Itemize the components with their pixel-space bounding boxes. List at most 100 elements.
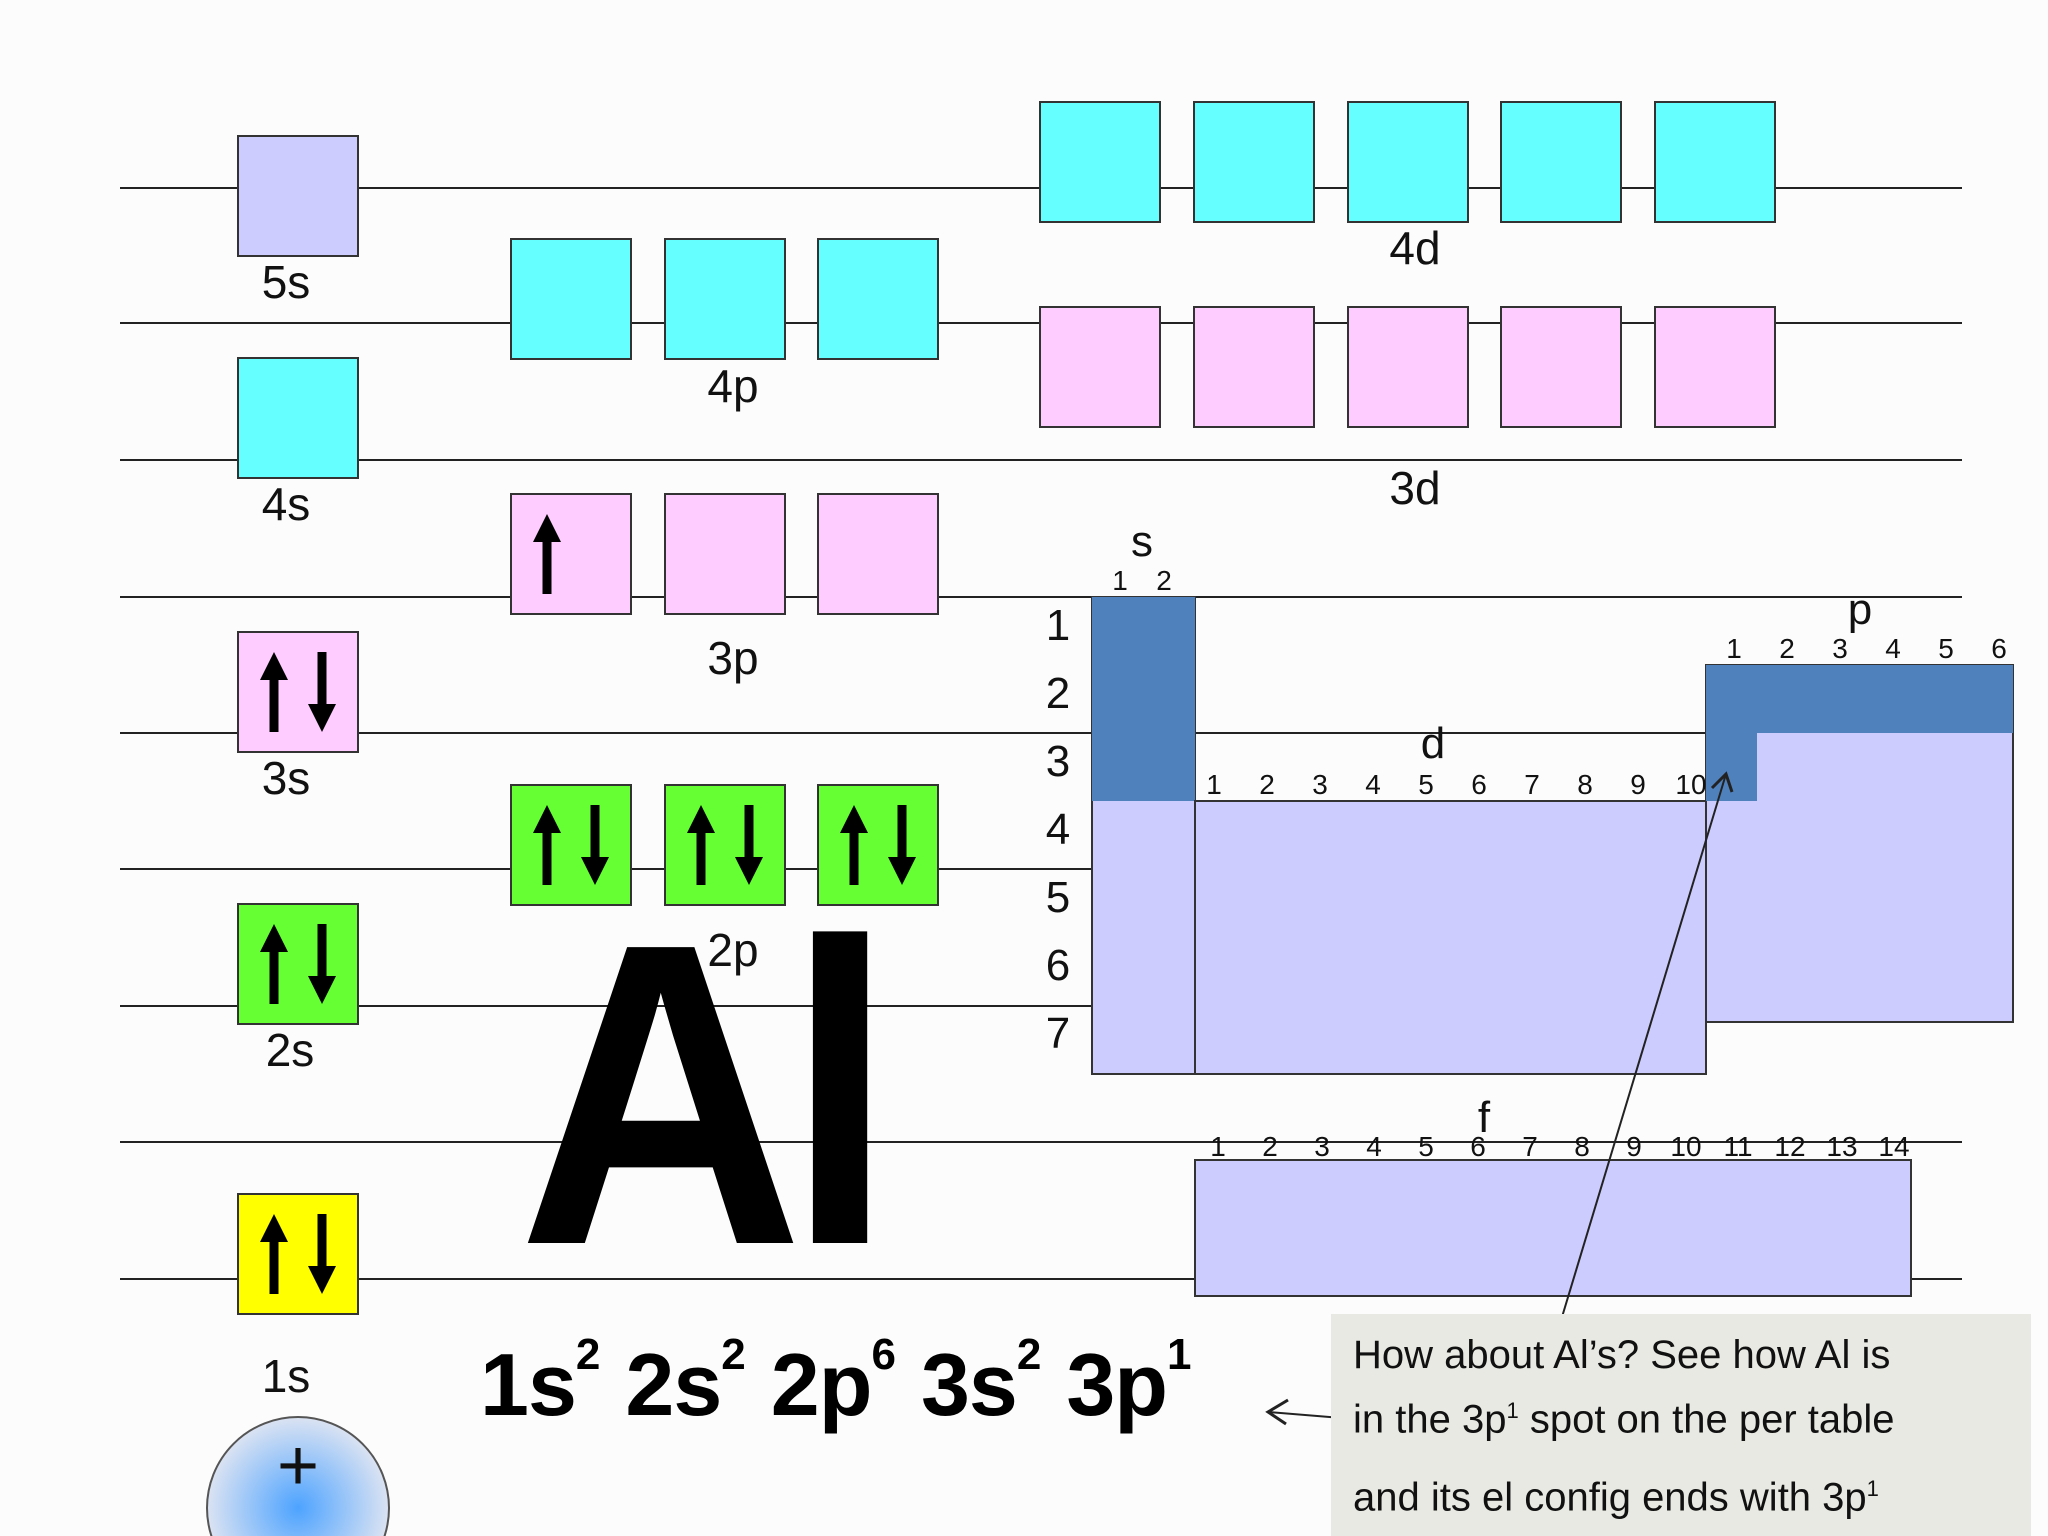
orbital-box-2p <box>664 784 786 906</box>
orbital-label-4s: 4s <box>262 478 311 530</box>
nucleus-plus-sign: + <box>277 1426 319 1506</box>
note-line-3: and its el config ends with 3p1 <box>1353 1475 1879 1520</box>
spin-down-arrow-head <box>581 857 609 885</box>
d-column-number: 7 <box>1524 769 1540 800</box>
p-column-number: 3 <box>1832 633 1848 664</box>
orbital-box-3d <box>1654 306 1776 428</box>
orbital-box-3p <box>510 493 632 615</box>
spin-down-arrow-head <box>308 704 336 732</box>
orbital-label-3d: 3d <box>1389 462 1440 514</box>
element-symbol: Al <box>518 855 895 1335</box>
p-column-number: 2 <box>1779 633 1795 664</box>
d-block <box>1194 800 1707 1075</box>
period-number: 7 <box>1046 1009 1070 1058</box>
f-column-number: 10 <box>1670 1131 1701 1162</box>
orbital-box-2p <box>817 784 939 906</box>
d-column-number: 4 <box>1365 769 1381 800</box>
spin-up-arrow-head <box>260 1214 288 1242</box>
pointer-to-3p1-spot <box>1545 773 1727 1371</box>
note-line-1: How about Al’s? See how Al is <box>1353 1333 1891 1377</box>
config-term-3s: 3s2 <box>920 1330 1041 1434</box>
orbital-label-2p: 2p <box>707 924 758 976</box>
energy-level-lines <box>120 187 1962 1280</box>
f-column-number: 14 <box>1878 1131 1909 1162</box>
f-block <box>1194 1159 1912 1297</box>
config-term-2p: 2p6 <box>770 1330 896 1434</box>
f-column-number: 4 <box>1366 1131 1382 1162</box>
config-term-1s: 1s2 <box>480 1330 600 1434</box>
d-block-label: d <box>1421 719 1445 768</box>
config-term-2s: 2s2 <box>625 1330 745 1434</box>
orbital-label-4p: 4p <box>707 360 758 412</box>
orbital-box-3d <box>1193 306 1315 428</box>
orbital-label-2s: 2s <box>266 1024 315 1076</box>
d-column-number: 3 <box>1312 769 1328 800</box>
orbital-box-2p <box>510 784 632 906</box>
orbital-box-3s <box>237 631 359 753</box>
spin-down-arrow-head <box>888 857 916 885</box>
f-column-number: 6 <box>1470 1131 1486 1162</box>
d-column-number: 5 <box>1418 769 1434 800</box>
orbital-label-3p: 3p <box>707 632 758 684</box>
d-column-number: 9 <box>1630 769 1646 800</box>
orbital-box-4d <box>1500 101 1622 223</box>
note-line-2: in the 3p1 spot on the per table <box>1353 1397 1895 1442</box>
period-number: 6 <box>1046 941 1070 990</box>
orbital-label-3s: 3s <box>262 752 311 804</box>
orbital-box-4s <box>237 357 359 479</box>
spin-down-arrow-head <box>308 976 336 1004</box>
orbital-box-4d <box>1039 101 1161 223</box>
orbital-box-4p <box>817 238 939 360</box>
spin-up-arrow-head <box>260 924 288 952</box>
f-column-number: 11 <box>1723 1131 1752 1162</box>
orbital-box-3p <box>817 493 939 615</box>
period-number: 3 <box>1046 737 1070 786</box>
orbital-box-4p <box>664 238 786 360</box>
period-number: 4 <box>1046 805 1070 854</box>
spin-up-arrow-head <box>840 805 868 833</box>
d-column-number: 8 <box>1577 769 1593 800</box>
nucleus: + <box>206 1416 390 1536</box>
d-column-number: 6 <box>1471 769 1487 800</box>
spin-up-arrow-head <box>533 514 561 542</box>
orbital-label-1s: 1s <box>262 1350 311 1402</box>
explanation-note: How about Al’s? See how Al is in the 3p1… <box>1331 1314 2031 1536</box>
f-column-number: 3 <box>1314 1131 1330 1162</box>
orbital-box-3d <box>1500 306 1622 428</box>
spin-up-arrow-head <box>687 805 715 833</box>
orbital-box-3p <box>664 493 786 615</box>
orbital-box-3d <box>1347 306 1469 428</box>
orbital-box-1s <box>237 1193 359 1315</box>
p-column-number: 6 <box>1991 633 2007 664</box>
s-block-label: s <box>1131 517 1153 566</box>
d-column-number: 1 <box>1206 769 1222 800</box>
spin-up-arrow-head <box>533 805 561 833</box>
orbital-box-4d <box>1347 101 1469 223</box>
p-block-filled-row2 <box>1706 665 2013 733</box>
period-number: 1 <box>1046 601 1070 650</box>
period-number: 2 <box>1046 669 1070 718</box>
spin-up-arrow-head <box>260 652 288 680</box>
orbital-box-4d <box>1654 101 1776 223</box>
orbital-box-4d <box>1193 101 1315 223</box>
f-column-number: 13 <box>1826 1131 1857 1162</box>
f-column-number: 2 <box>1262 1131 1278 1162</box>
orbital-label-5s: 5s <box>262 256 311 308</box>
f-column-number: 5 <box>1418 1131 1434 1162</box>
electron-arrows <box>260 514 916 1294</box>
d-column-number: 2 <box>1259 769 1275 800</box>
p-column-number: 1 <box>1726 633 1742 664</box>
f-column-number: 9 <box>1626 1131 1642 1162</box>
pointer-arrowhead <box>1710 771 1734 793</box>
f-column-number: 1 <box>1210 1131 1226 1162</box>
s-column-number: 2 <box>1156 565 1172 596</box>
p-column-number: 4 <box>1885 633 1901 664</box>
orbital-box-4p <box>510 238 632 360</box>
f-column-number: 8 <box>1574 1131 1590 1162</box>
period-number: 5 <box>1046 873 1070 922</box>
pointer-config-arrowhead <box>1265 1398 1289 1426</box>
